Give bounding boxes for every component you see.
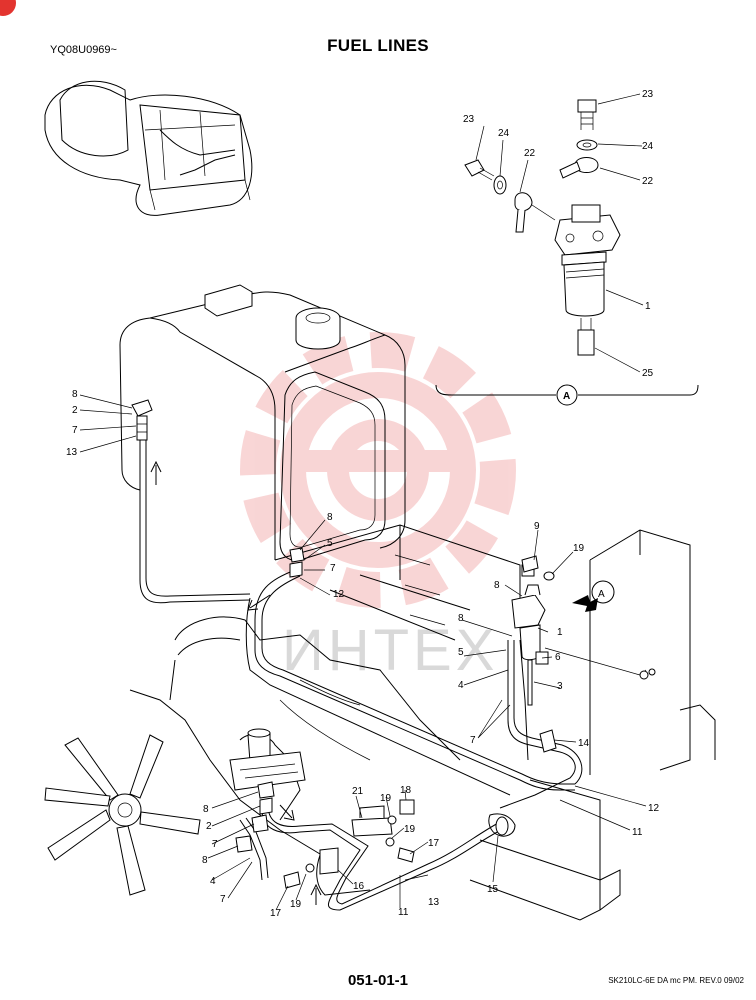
callout-13-tank: 13 [66, 447, 78, 458]
watermark-text: ИНТЕХ [282, 618, 498, 683]
callout-8-right-b: 8 [458, 613, 464, 624]
callout-7-mid: 7 [330, 563, 336, 574]
callout-7-engine-a: 7 [212, 839, 218, 850]
callout-11-right: 11 [632, 827, 643, 838]
callout-12-right: 12 [648, 803, 660, 814]
callout-17-b: 17 [270, 908, 282, 919]
callout-24-top: 24 [642, 141, 654, 152]
callout-19-a: 19 [380, 793, 392, 804]
serial-range: YQ08U0969~ [50, 44, 117, 56]
callout-5-mid: 5 [327, 538, 333, 549]
callout-19-right: 19 [573, 543, 585, 554]
detail-a-marker: A [563, 391, 570, 402]
callout-16: 16 [353, 881, 365, 892]
callout-22-top: 22 [642, 176, 654, 187]
callout-13-bottom: 13 [428, 897, 440, 908]
callout-4-engine: 4 [210, 876, 216, 887]
callout-2-tank: 2 [72, 405, 78, 416]
detail-a-exploded-view [435, 99, 699, 406]
leader-lines [79, 93, 647, 911]
callout-5-right: 5 [458, 647, 464, 658]
cooling-fan [44, 734, 201, 896]
installed-fuel-filter [511, 564, 555, 706]
callout-1-detail: 1 [645, 301, 651, 312]
callout-18: 18 [400, 785, 412, 796]
engine [129, 616, 461, 861]
flow-arrows [150, 460, 322, 905]
callout-8-right-a: 8 [494, 580, 500, 591]
page-title: FUEL LINES [327, 36, 429, 55]
callout-23-left: 23 [463, 114, 475, 125]
callout-8-tank: 8 [72, 389, 78, 400]
callout-3: 3 [557, 681, 563, 692]
callout-24-left: 24 [498, 128, 510, 139]
callout-19-b: 19 [404, 824, 416, 835]
page-number: 051-01-1 [347, 972, 409, 989]
callout-17-a: 17 [428, 838, 440, 849]
callout-21: 21 [352, 786, 364, 797]
callout-8-engine-b: 8 [202, 855, 208, 866]
machine-overview-inset [44, 80, 253, 216]
callout-23-top: 23 [642, 89, 654, 100]
callout-19-c: 19 [290, 899, 302, 910]
callout-14: 14 [578, 738, 590, 749]
watermark-logo [240, 332, 516, 608]
callout-1-installed: 1 [557, 627, 563, 638]
callout-15: 15 [487, 884, 499, 895]
callout-22-left: 22 [524, 148, 536, 159]
callout-12-mid: 12 [333, 589, 345, 600]
callout-7-engine-b: 7 [220, 894, 226, 905]
fuel-tank [119, 284, 521, 641]
callout-8-engine-a: 8 [203, 804, 209, 815]
model-reference: SK210LC-6E DA mc PM. REV.0 09/02 [608, 976, 744, 985]
frame-plate-right [544, 529, 716, 775]
corner-mark [0, 0, 16, 16]
fuel-hoses [139, 430, 621, 921]
view-marker-a: A [598, 589, 605, 600]
engine-fittings [235, 781, 275, 853]
callout-7-right: 7 [470, 735, 476, 746]
clamp-hardware [283, 555, 557, 889]
tank-fittings [131, 399, 305, 578]
callout-4-right: 4 [458, 680, 464, 691]
callout-8-mid: 8 [327, 512, 333, 523]
callout-2-engine: 2 [206, 821, 212, 832]
callout-numbers: 23 24 22 23 24 22 1 25 8 2 7 13 8 5 7 12… [66, 89, 660, 919]
callout-9: 9 [534, 521, 540, 532]
callout-6: 6 [555, 652, 561, 663]
callout-11-bottom: 11 [398, 907, 409, 918]
callout-7-tank: 7 [72, 425, 78, 436]
view-arrow-a [572, 580, 615, 612]
callout-25: 25 [642, 368, 654, 379]
